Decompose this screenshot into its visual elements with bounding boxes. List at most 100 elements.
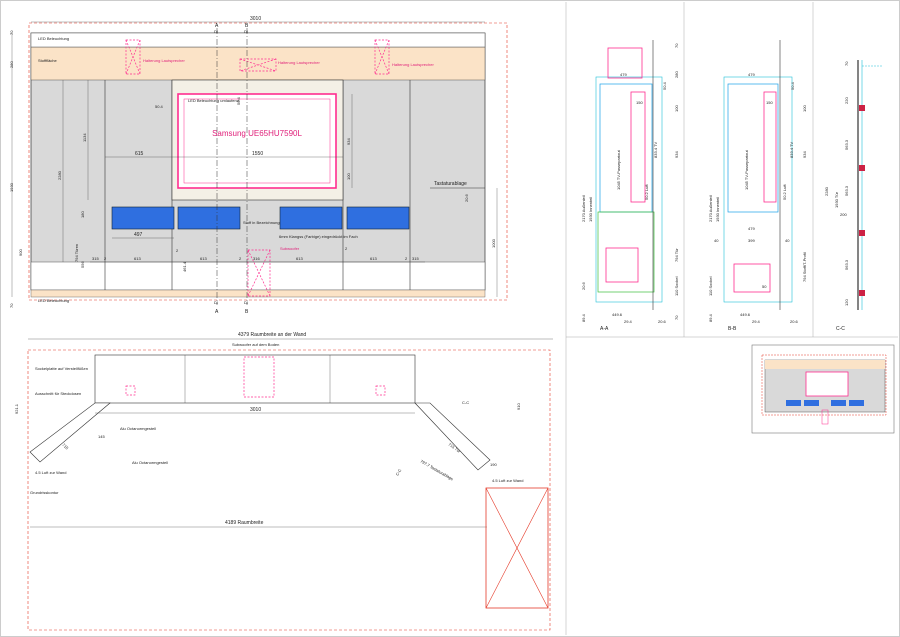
cc-5633b: 563.3 bbox=[844, 185, 849, 196]
door-box-x2 bbox=[485, 487, 549, 609]
dim-1550: 1550 bbox=[252, 151, 263, 157]
dim-190: 190 bbox=[490, 462, 497, 467]
bb-399: 399 bbox=[748, 238, 755, 243]
cc-label: C-C bbox=[836, 326, 845, 332]
subwoofer-box bbox=[247, 249, 271, 297]
dim-504b: 50.4 bbox=[236, 96, 241, 105]
cc-120: 120 bbox=[844, 299, 849, 306]
aa-tur: 794 Tür bbox=[674, 248, 679, 262]
aa-pink-tv bbox=[630, 91, 646, 203]
led-tv-label: LED Beleuchtung umlaufend bbox=[188, 98, 239, 103]
bb-aussen: 2170 Außenteil bbox=[708, 195, 713, 222]
cc-70: 70 bbox=[844, 61, 849, 66]
thumb-drawer-1 bbox=[786, 400, 801, 406]
thumb-drawer-2 bbox=[804, 400, 819, 406]
grundriss-label: Grundrisskontur bbox=[30, 490, 59, 495]
bb-pink-bottom bbox=[733, 263, 771, 293]
tv-model-label: Samsung UE65HU7590L bbox=[212, 129, 302, 138]
pink-label-1: Halterung Lautsprecher bbox=[143, 58, 185, 63]
aa-innen: 1930 Innenteil bbox=[588, 197, 593, 222]
dim-bottom-11: 2 bbox=[405, 256, 408, 261]
bb-502: 50.2 Luft bbox=[782, 184, 787, 200]
aa-934: 934 bbox=[674, 151, 679, 158]
bb-294: 29.4 bbox=[752, 319, 761, 324]
bb-label: B-B bbox=[728, 326, 737, 332]
dim-bottom-5: 613 bbox=[200, 256, 207, 261]
alu2-label: Alu Octanormgestell bbox=[132, 460, 168, 465]
front-outer-red bbox=[28, 22, 508, 301]
dim-top-280: 280 bbox=[9, 61, 14, 68]
dim-497: 497 bbox=[134, 232, 143, 238]
stoff-box-left bbox=[125, 39, 141, 75]
dim-615: 615 bbox=[135, 151, 144, 157]
drawer-2 bbox=[177, 206, 241, 230]
bb-50: 50 bbox=[762, 284, 767, 289]
aa-sockel: 110 Sockel bbox=[674, 276, 679, 296]
section-a-top: A bbox=[215, 23, 219, 29]
di-a-bottom: DI bbox=[214, 300, 218, 305]
dim-934: 934 bbox=[346, 138, 351, 145]
ausschnitt-label: Ausschnitt für Steckdosen bbox=[35, 391, 81, 396]
dim-900: 900 bbox=[18, 249, 23, 256]
dim-bottom-0: 315 bbox=[92, 256, 99, 261]
dim-556: 556 bbox=[80, 261, 85, 268]
aa-aussen: 2170 Außenteil bbox=[581, 195, 586, 222]
bb-4496: 449.6 bbox=[740, 312, 751, 317]
aa-label: A-A bbox=[600, 326, 609, 332]
drawer-4 bbox=[346, 206, 410, 230]
led-top-band bbox=[30, 32, 486, 48]
thumb-red bbox=[761, 354, 887, 416]
cc-marker-bottom: C-C bbox=[395, 468, 403, 477]
di-b-top: DI bbox=[244, 29, 248, 34]
klang-label: 6mm Klangss (Farbige) eingedrückt im Fac… bbox=[279, 234, 358, 239]
bb-tvpass: 1045 TV-Passepartout bbox=[744, 149, 749, 190]
aa-894: 89.4 bbox=[581, 313, 586, 322]
cc-1930: 1930 Tür bbox=[834, 191, 839, 208]
aa-tvpass: 1045 TV-Passepartout bbox=[616, 149, 621, 190]
section-aa: A-A 479 150 1045 TV-Passepartout 833.4 T… bbox=[581, 40, 679, 332]
aa-280: 280 bbox=[674, 71, 679, 78]
cc-hinge-1 bbox=[859, 105, 865, 111]
dim-bottom-7: 316 bbox=[253, 256, 260, 261]
dim-504a: 50.4 bbox=[155, 104, 164, 109]
dim-1134: 1134 bbox=[82, 133, 87, 142]
back-cabinet bbox=[94, 354, 416, 404]
floor-plan: 4379 Raumbreite an der Wand Subwoofer au… bbox=[14, 332, 553, 631]
stoff-box-right bbox=[374, 39, 390, 75]
aa-4496: 449.6 bbox=[612, 312, 623, 317]
bb-40b: 40 bbox=[785, 238, 790, 243]
bb-8334: 833.4 TV bbox=[789, 142, 794, 158]
dim-715: 715 bbox=[61, 442, 70, 451]
aa-504: 50.4 bbox=[662, 81, 667, 90]
section-b-bottom: B bbox=[245, 309, 249, 315]
dim-145: 145 bbox=[98, 434, 105, 439]
dim-bottom-10: 613 bbox=[370, 256, 377, 261]
led-bottom-band bbox=[30, 289, 486, 298]
cc-marker-top: C-C bbox=[462, 400, 469, 405]
dim-left-70: 70 bbox=[9, 303, 14, 308]
aa-100: 100 bbox=[674, 105, 679, 112]
turen-label: 794 Türen bbox=[74, 244, 79, 262]
dim-9211: 921.1 bbox=[14, 403, 19, 414]
stoff-box-right-x2 bbox=[374, 39, 390, 75]
speaker-left-plan bbox=[125, 385, 136, 396]
dim-top-70: 70 bbox=[9, 30, 14, 35]
wing-left bbox=[29, 402, 111, 463]
dim-910: 910 bbox=[516, 403, 521, 410]
aa-pink-top bbox=[607, 47, 643, 79]
stoff-farbe-label: Stoff in Bezeichnung bbox=[243, 220, 280, 225]
cc-5633c: 563.3 bbox=[844, 259, 849, 270]
thumb-drawer-4 bbox=[849, 400, 864, 406]
sockel-label: Sockelplatte auf Verstellfüßen bbox=[35, 366, 88, 371]
plan-wall-red bbox=[27, 349, 551, 631]
alu1-label: Alu Octanormgestell bbox=[120, 426, 156, 431]
bb-pink-tv bbox=[763, 91, 777, 203]
bb-934: 934 bbox=[802, 151, 807, 158]
thumb-tv bbox=[805, 371, 849, 397]
tv-screen bbox=[177, 93, 337, 189]
aa-206b: 20.6 bbox=[658, 319, 667, 324]
door-box bbox=[485, 487, 549, 609]
thumbnail-preview bbox=[751, 344, 895, 434]
led-bottom-label: LED Beleuchtung bbox=[38, 298, 69, 303]
